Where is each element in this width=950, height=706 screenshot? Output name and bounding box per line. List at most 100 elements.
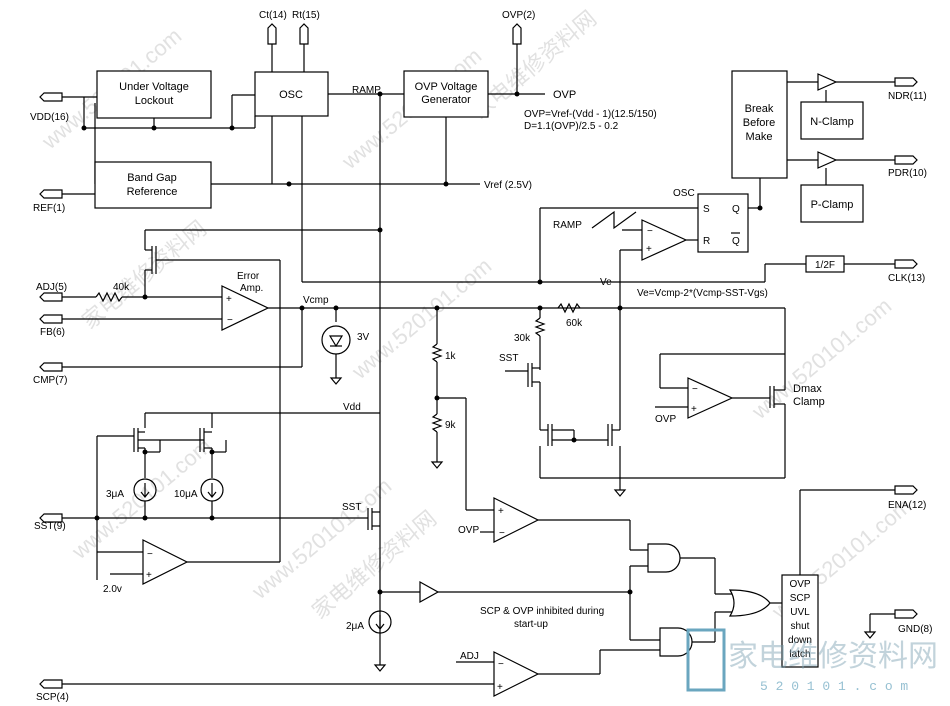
svg-text:GND(8): GND(8): [898, 624, 932, 635]
svg-text:+: +: [691, 404, 697, 415]
ramp-waveform-icon: [591, 210, 637, 230]
osc-label: OSC: [673, 188, 695, 199]
ramp-label: RAMP: [352, 85, 381, 96]
nmos-sst: [367, 508, 380, 530]
svg-text:−: −: [647, 226, 653, 237]
pin-rt: Rt(15): [292, 10, 320, 72]
pin-cmp: CMP(7): [33, 362, 67, 386]
svg-text:SST(9): SST(9): [34, 521, 66, 532]
svg-text:Reference: Reference: [127, 186, 178, 198]
under-voltage-lockout-block: Under Voltage Lockout: [96, 70, 212, 119]
error-label: Error: [237, 271, 260, 282]
vdd-small-label: Vdd: [343, 402, 361, 413]
svg-text:5 2 0 1 0 1 . c o m: 5 2 0 1 0 1 . c o m: [760, 679, 908, 694]
inverter: [419, 580, 440, 604]
or-gate: [728, 589, 771, 617]
i10-label: 10μA: [174, 489, 198, 500]
ovp-voltage-generator-block: OVP Voltage Generator: [403, 70, 489, 118]
v2-label: 2.0v: [103, 584, 122, 595]
svg-text:1/2F: 1/2F: [815, 260, 835, 271]
band-gap-reference-block: Band Gap Reference: [94, 161, 212, 209]
svg-text:Q: Q: [732, 236, 740, 247]
pin-scp: SCP(4): [36, 679, 69, 703]
svg-text:OVP: OVP: [789, 579, 810, 590]
pin-ovp: OVP(2): [502, 10, 535, 94]
svg-text:FB(6): FB(6): [40, 327, 65, 338]
sr-flip-flop: S Q R Q: [697, 193, 749, 253]
svg-text:REF(1): REF(1): [33, 203, 65, 214]
svg-text:Q: Q: [732, 204, 740, 215]
p-clamp-block: P-Clamp: [800, 184, 864, 223]
amp-label: Amp.: [240, 283, 263, 294]
ovp-equation: OVP=Vref-(Vdd - 1)(12.5/150): [524, 109, 657, 120]
ovp-small-label: OVP: [655, 414, 676, 425]
svg-text:−: −: [498, 659, 504, 670]
r30k-label: 30k: [514, 333, 531, 344]
pin-gnd: GND(8): [863, 609, 932, 639]
vcmp-label: Vcmp: [303, 295, 329, 306]
vref-label: Vref (2.5V): [484, 180, 532, 191]
pwm-comparator: [641, 219, 688, 261]
resistor-60k: [557, 302, 581, 314]
ve-equation: Ve=Vcmp-2*(Vcmp-SST-Vgs): [637, 288, 768, 299]
resistor-1k: [431, 343, 443, 363]
inhibit-label: SCP & OVP inhibited during: [480, 606, 604, 617]
break-before-make-block: Break Before Make: [731, 70, 788, 179]
scp-comparator: [493, 651, 540, 697]
svg-text:shut: shut: [791, 621, 810, 632]
dmax-transistor: [769, 386, 785, 408]
svg-text:SCP(4): SCP(4): [36, 692, 69, 703]
resistor-40k: [95, 291, 123, 303]
svg-text:down: down: [788, 635, 812, 646]
r9k-label: 9k: [445, 420, 457, 431]
svg-text:家电维修资料网: 家电维修资料网: [77, 216, 211, 334]
ramp-input-label: RAMP: [553, 220, 582, 231]
svg-text:−: −: [147, 549, 153, 560]
svg-text:+: +: [498, 506, 504, 517]
svg-text:Under Voltage: Under Voltage: [119, 81, 189, 93]
and-gate-ovp: [647, 543, 681, 573]
i3-label: 3μA: [106, 489, 124, 500]
svg-text:−: −: [499, 528, 505, 539]
i2-label: 2μA: [346, 621, 364, 632]
svg-text:P-Clamp: P-Clamp: [811, 199, 854, 211]
dmax-opamp: [687, 377, 734, 419]
r1k-label: 1k: [445, 351, 457, 362]
svg-text:Ct(14): Ct(14): [259, 10, 287, 21]
svg-text:UVL: UVL: [790, 607, 810, 618]
svg-text:VDD(16): VDD(16): [30, 112, 69, 123]
svg-text:Break: Break: [745, 103, 774, 115]
resistor-9k: [431, 413, 443, 433]
error-amplifier: [221, 285, 270, 331]
svg-text:家电维修资料网: 家电维修资料网: [728, 639, 938, 674]
svg-text:Before: Before: [743, 117, 775, 129]
r60k-label: 60k: [566, 318, 583, 329]
dmax-label: Dmax: [793, 383, 822, 395]
pin-vdd: VDD(16): [30, 92, 97, 123]
pin-ndr-arrow: [894, 77, 918, 87]
n-clamp-block: N-Clamp: [800, 101, 864, 140]
ovp-mid-label: OVP: [458, 525, 479, 536]
clamp-label: Clamp: [793, 396, 825, 408]
svg-text:Band Gap: Band Gap: [127, 172, 177, 184]
svg-text:Generator: Generator: [421, 94, 471, 106]
current-source-10ua: [200, 478, 224, 502]
svg-text:+: +: [146, 570, 152, 581]
zener-3v: [321, 308, 351, 385]
svg-text:−: −: [227, 315, 233, 326]
pmos-adj: [144, 246, 280, 297]
svg-text:Make: Make: [746, 131, 773, 143]
svg-text:N-Clamp: N-Clamp: [810, 116, 853, 128]
svg-text:CMP(7): CMP(7): [33, 375, 67, 386]
pin-ref: REF(1): [33, 189, 95, 214]
svg-text:www.520101.com: www.520101.com: [246, 473, 396, 604]
startup-comparator: [142, 539, 189, 585]
svg-text:−: −: [692, 384, 698, 395]
startup-label: start-up: [514, 619, 548, 630]
pin-pdr: PDR(10): [888, 168, 927, 179]
svg-text:SCP: SCP: [790, 593, 811, 604]
half-frequency-divider: 1/2F: [805, 255, 845, 273]
ovp-comparator: [493, 497, 540, 543]
duty-equation: D=1.1(OVP)/2.5 - 0.2: [524, 121, 619, 132]
